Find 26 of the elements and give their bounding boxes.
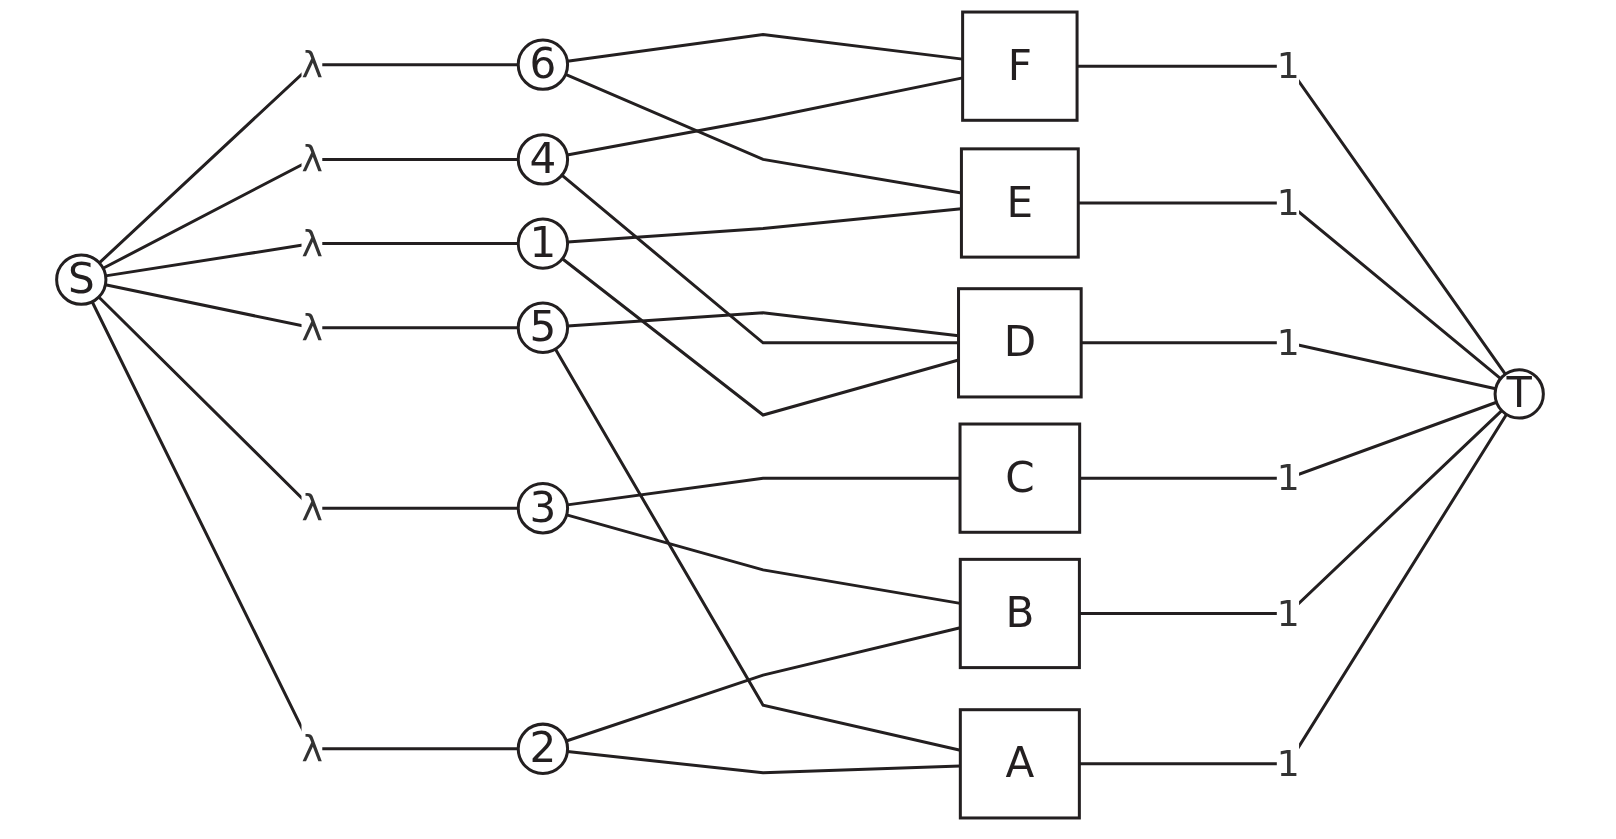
node-box: B [958,557,1081,670]
node-box: D [957,287,1083,399]
node-circle: 2 [516,722,570,775]
edge-label: λ [301,306,323,349]
edge-label: λ [301,138,323,181]
edge-label: λ [301,43,323,86]
edge-label: λ [301,222,323,265]
node-box: C [958,422,1082,534]
edge-label: 1 [1276,45,1300,88]
node-circle: T [1493,368,1545,420]
edge-label: 1 [1276,321,1300,364]
node-box: A [958,708,1081,820]
node-circle: 6 [516,38,570,91]
node-circle: 1 [516,217,570,270]
node-box: E [959,147,1080,259]
edge-label: 1 [1276,742,1300,785]
node-circle: 5 [516,301,570,354]
node-circle: 3 [516,482,570,535]
edge-label: 1 [1276,592,1300,635]
edge-label: 1 [1276,457,1300,500]
node-circle: 4 [516,133,570,186]
node-circle: S [55,253,108,306]
node-box: F [961,10,1079,122]
edge-label: λ [301,487,323,530]
edge-label: λ [301,727,323,770]
edge-label: 1 [1276,181,1300,225]
